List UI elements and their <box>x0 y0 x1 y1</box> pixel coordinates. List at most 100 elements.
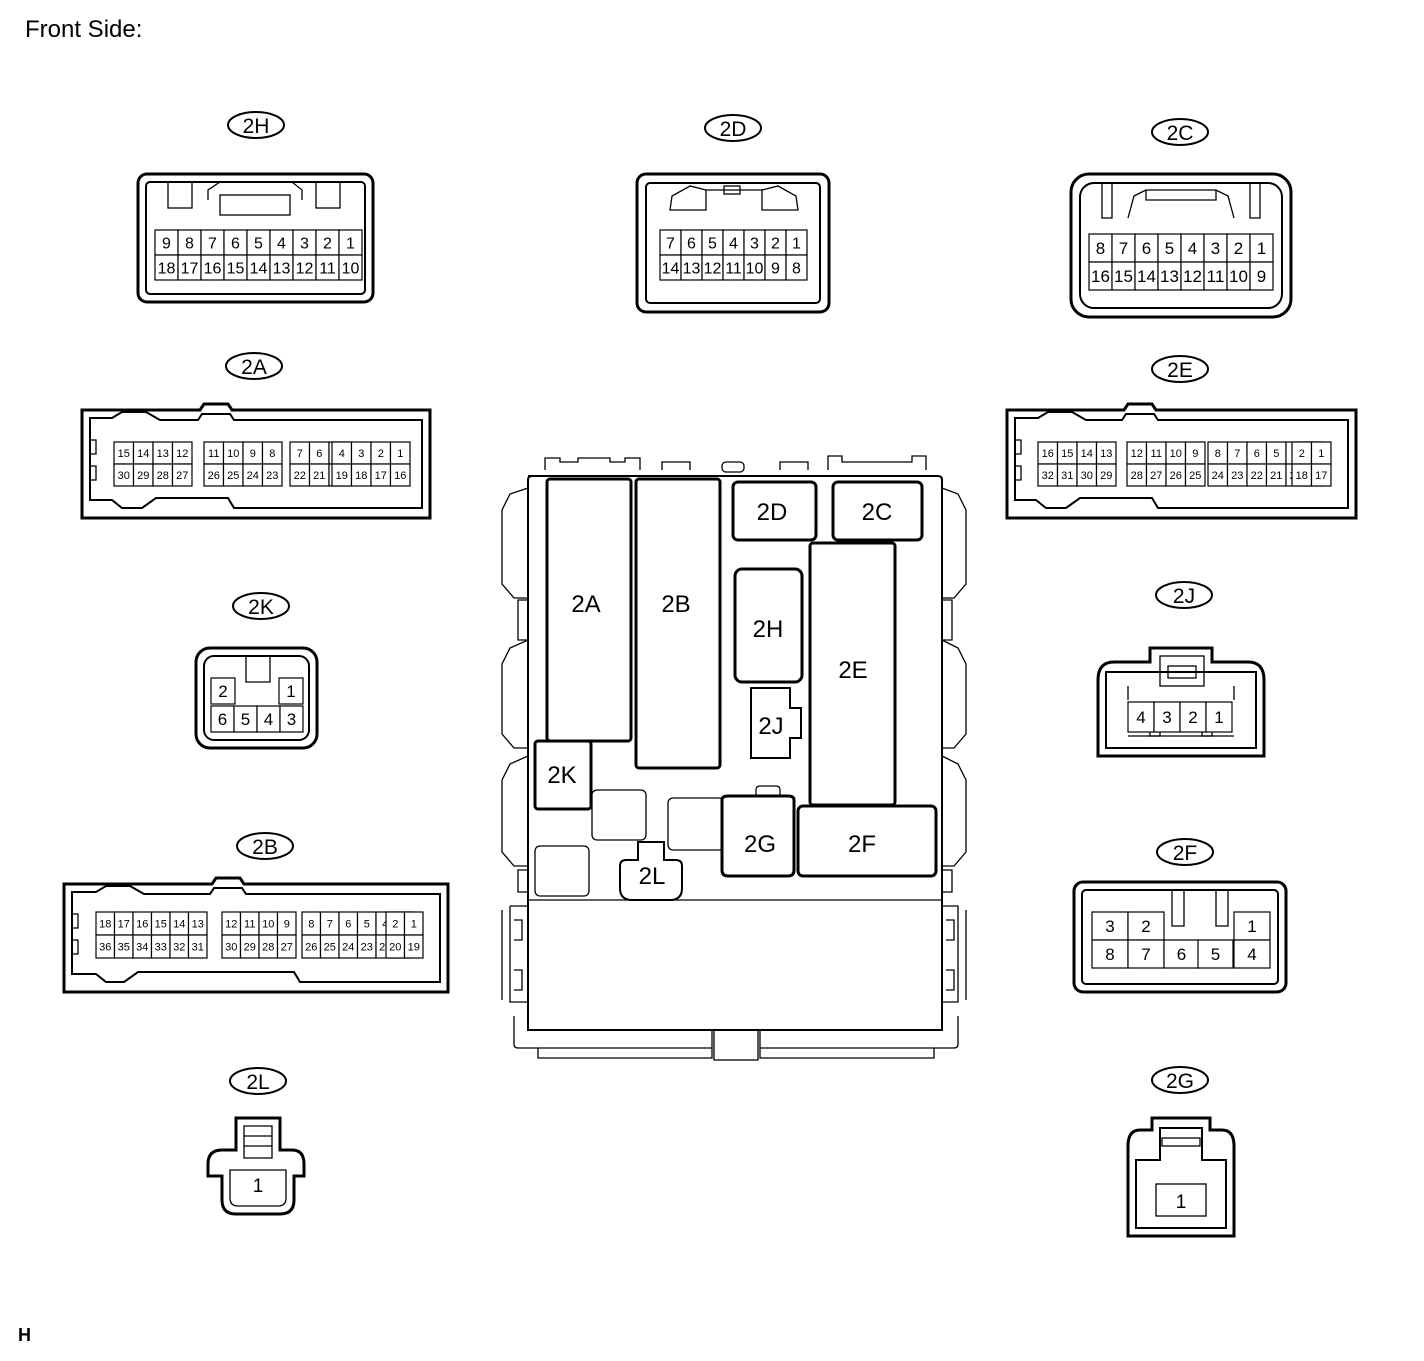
pin-2E-29: 29 <box>1100 470 1112 482</box>
svg-text:2H: 2H <box>753 616 784 643</box>
pin-2C-3: 3 <box>1211 239 1220 258</box>
pin-2E-18: 18 <box>1296 470 1308 482</box>
pin-2H-6: 6 <box>231 235 240 252</box>
pin-cell <box>389 463 411 487</box>
pin-2B-33: 33 <box>155 941 167 953</box>
pin-2E-13: 13 <box>1100 448 1112 460</box>
pin-2E-1: 1 <box>1318 448 1324 460</box>
id-tag-2G: 2G <box>1151 1066 1209 1094</box>
svg-text:2G: 2G <box>1166 1070 1194 1093</box>
pin-2B-16: 16 <box>136 918 148 930</box>
id-tag-2K: 2K <box>232 592 290 620</box>
pin-2H-2: 2 <box>323 235 332 252</box>
pin-2B-8: 8 <box>308 918 314 930</box>
pin-2B-24: 24 <box>342 941 354 953</box>
pin-2K-2: 2 <box>218 682 227 701</box>
pin-2A-3: 3 <box>358 448 364 460</box>
svg-text:2G: 2G <box>744 831 776 858</box>
pin-cell <box>1091 911 1129 941</box>
pin-2A-11: 11 <box>208 448 219 460</box>
pin-2H-8: 8 <box>185 235 194 252</box>
pin-2A-9: 9 <box>250 448 256 460</box>
pin-2D-3: 3 <box>750 235 759 252</box>
pin-2A-16: 16 <box>394 470 406 482</box>
svg-text:2L: 2L <box>246 1071 269 1094</box>
pin-2B-23: 23 <box>361 941 373 953</box>
pin-2C-9: 9 <box>1257 267 1266 286</box>
block-2G: 2G <box>720 794 796 878</box>
pin-2B-25: 25 <box>324 941 336 953</box>
pin-2E-21: 21 <box>1270 470 1282 482</box>
id-tag-2B: 2B <box>236 832 294 860</box>
pin-2D-12: 12 <box>704 260 722 277</box>
connector-2A: 1514131230292827111098262524237652221204… <box>80 402 432 520</box>
pin-cell <box>1179 701 1207 733</box>
pin-2E-22: 22 <box>1251 470 1263 482</box>
pin-2D-8: 8 <box>792 260 801 277</box>
pin-2B-31: 31 <box>192 941 204 953</box>
pin-cell <box>1233 939 1271 969</box>
block-2J: 2J <box>750 687 802 759</box>
pin-2F-2: 2 <box>1141 917 1150 936</box>
pin-cell <box>1163 939 1200 969</box>
pin-2E-9: 9 <box>1192 448 1198 460</box>
pin-cell <box>1127 701 1155 733</box>
id-tag-2F: 2F <box>1156 838 1214 866</box>
pin-cell <box>1197 939 1234 969</box>
pin-2B-6: 6 <box>345 918 351 930</box>
pin-2C-2: 2 <box>1234 239 1243 258</box>
pin-2F-3: 3 <box>1105 917 1114 936</box>
page-title: Front Side: <box>25 16 143 43</box>
pin-2E-17: 17 <box>1315 470 1327 482</box>
pin-2A-18: 18 <box>355 470 367 482</box>
pin-2C-4: 4 <box>1188 239 1197 258</box>
id-tag-2C: 2C <box>1151 118 1209 146</box>
pin-2D-4: 4 <box>729 235 738 252</box>
pin-2H-9: 9 <box>162 235 171 252</box>
pin-2E-27: 27 <box>1150 470 1162 482</box>
pin-grid-2A: 1514131230292827111098262524237652221204… <box>113 441 411 487</box>
svg-text:2B: 2B <box>661 591 690 618</box>
pin-2D-7: 7 <box>666 235 675 252</box>
block-2A: 2A <box>545 477 633 743</box>
pin-2L-1: 1 <box>253 1176 264 1197</box>
connector-2L: 1 <box>206 1116 306 1216</box>
pin-2B-34: 34 <box>136 941 148 953</box>
pin-2A-15: 15 <box>118 448 130 460</box>
pin-2C-13: 13 <box>1160 267 1179 286</box>
pin-2B-12: 12 <box>225 918 237 930</box>
svg-text:2D: 2D <box>720 118 747 141</box>
pin-2B-28: 28 <box>262 941 274 953</box>
connector-2G: 1 <box>1126 1116 1236 1238</box>
pin-2C-14: 14 <box>1137 267 1156 286</box>
pin-2J-1: 1 <box>1214 708 1223 727</box>
block-2K: 2K <box>533 739 593 811</box>
pin-2D-11: 11 <box>725 260 742 277</box>
pin-2H-16: 16 <box>204 260 222 277</box>
pin-2B-17: 17 <box>118 918 130 930</box>
pin-cell <box>1249 261 1274 291</box>
pin-2A-25: 25 <box>227 470 239 482</box>
pin-2A-2: 2 <box>378 448 384 460</box>
pin-2H-1: 1 <box>346 235 355 252</box>
pin-2C-11: 11 <box>1207 267 1225 286</box>
pin-grid-2E: 1615141332313029121110928272625876543242… <box>1037 441 1332 487</box>
pin-2D-10: 10 <box>746 260 764 277</box>
pin-2E-16: 16 <box>1042 448 1054 460</box>
pin-2F-8: 8 <box>1105 945 1114 964</box>
svg-text:2C: 2C <box>862 499 893 526</box>
pin-cell <box>1127 939 1165 969</box>
pin-2B-14: 14 <box>173 918 185 930</box>
pin-2H-15: 15 <box>227 260 245 277</box>
pin-2A-13: 13 <box>157 448 169 460</box>
pin-2A-6: 6 <box>316 448 322 460</box>
svg-text:2K: 2K <box>248 596 274 619</box>
pin-2B-4: 4 <box>382 918 388 930</box>
